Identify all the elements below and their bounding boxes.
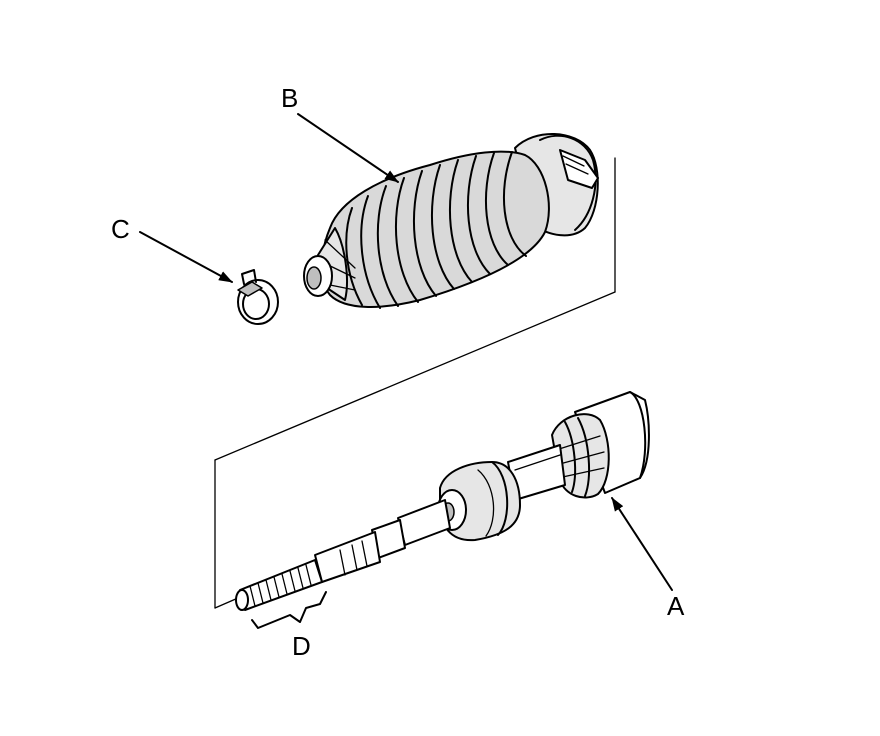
steering-rack-assembly [235, 391, 650, 611]
callout-label-b: B [281, 83, 298, 113]
callout-label-d: D [292, 631, 311, 661]
thread-length-bracket [251, 591, 327, 629]
exploded-view-frame [214, 157, 616, 609]
callout-label-a: A [667, 591, 685, 621]
callout-label-c: C [111, 214, 130, 244]
boot-clamp [237, 269, 279, 325]
thread-lines [249, 564, 312, 607]
steering-boot [303, 133, 599, 309]
callout-leaders [139, 113, 673, 629]
